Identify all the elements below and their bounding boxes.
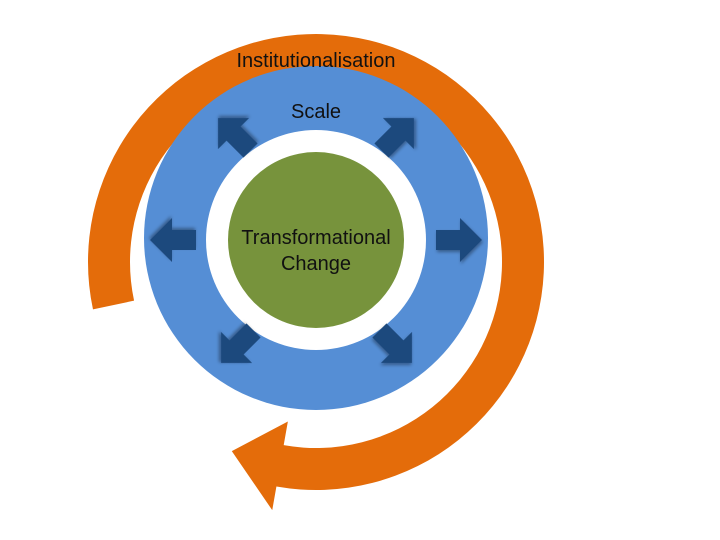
transformational-change-core <box>228 152 404 328</box>
institutionalisation-label: Institutionalisation <box>237 50 396 72</box>
core-label-line1: Transformational <box>241 227 390 249</box>
arrow-up-right-icon <box>374 118 414 158</box>
arrow-up-left-icon <box>218 118 258 158</box>
arrow-left-icon <box>150 218 196 262</box>
arrow-down-right-icon <box>372 323 412 363</box>
arrow-down-left-icon <box>221 323 261 363</box>
scale-arrows <box>150 118 482 363</box>
scale-label: Scale <box>291 101 341 123</box>
core-label-line2: Change <box>281 253 351 275</box>
arrow-right-icon <box>436 218 482 262</box>
